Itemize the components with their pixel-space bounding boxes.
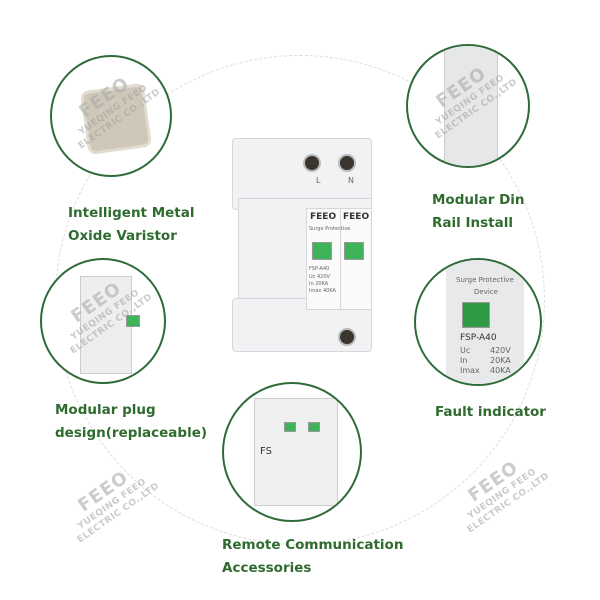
spec-key: In <box>460 356 468 365</box>
terminal-label-n: N <box>348 176 354 185</box>
terminal-screw-icon <box>338 328 356 346</box>
terminal-label-l: L <box>316 176 321 185</box>
model-label: FSP-A40 <box>309 266 330 272</box>
modular-plug-closeup <box>40 258 166 384</box>
remote-module-label: FS <box>260 446 272 457</box>
closeup-subtitle: Surge Protective <box>456 276 514 284</box>
fault-indicator-closeup: Surge Protective Device FSP-A40 Uc 420V … <box>414 258 542 386</box>
terminal-screw-icon <box>303 154 321 172</box>
spec-line: Imax 40KA <box>309 288 336 294</box>
spec-value: 20KA <box>490 356 511 365</box>
brand-logo: FEEO <box>343 212 370 222</box>
closeup-model: FSP-A40 <box>460 333 497 343</box>
remote-communication-closeup: FS <box>222 382 362 522</box>
status-indicator-window <box>344 242 364 260</box>
spec-key: Uc <box>460 346 471 355</box>
din-rail-closeup <box>406 44 530 168</box>
spec-line: Uc 420V <box>309 274 330 280</box>
spec-value: 40KA <box>490 366 511 375</box>
spec-value: 420V <box>490 346 511 355</box>
fault-indicator-window <box>462 302 490 328</box>
varistor-closeup <box>50 55 172 177</box>
terminal-screw-icon <box>338 154 356 172</box>
spec-line: In 20KA <box>309 281 329 287</box>
device-subtitle: Surge Protective <box>309 226 351 232</box>
feature-label-fault-indicator: Fault indicator <box>435 404 546 420</box>
spec-key: Imax <box>460 366 480 375</box>
surge-protector-product: L N FEEO FEEO Surge Protective FSP-A40 U… <box>228 138 374 352</box>
status-indicator-window <box>312 242 332 260</box>
brand-logo: FEEO <box>310 212 337 222</box>
closeup-subtitle2: Device <box>474 288 498 296</box>
